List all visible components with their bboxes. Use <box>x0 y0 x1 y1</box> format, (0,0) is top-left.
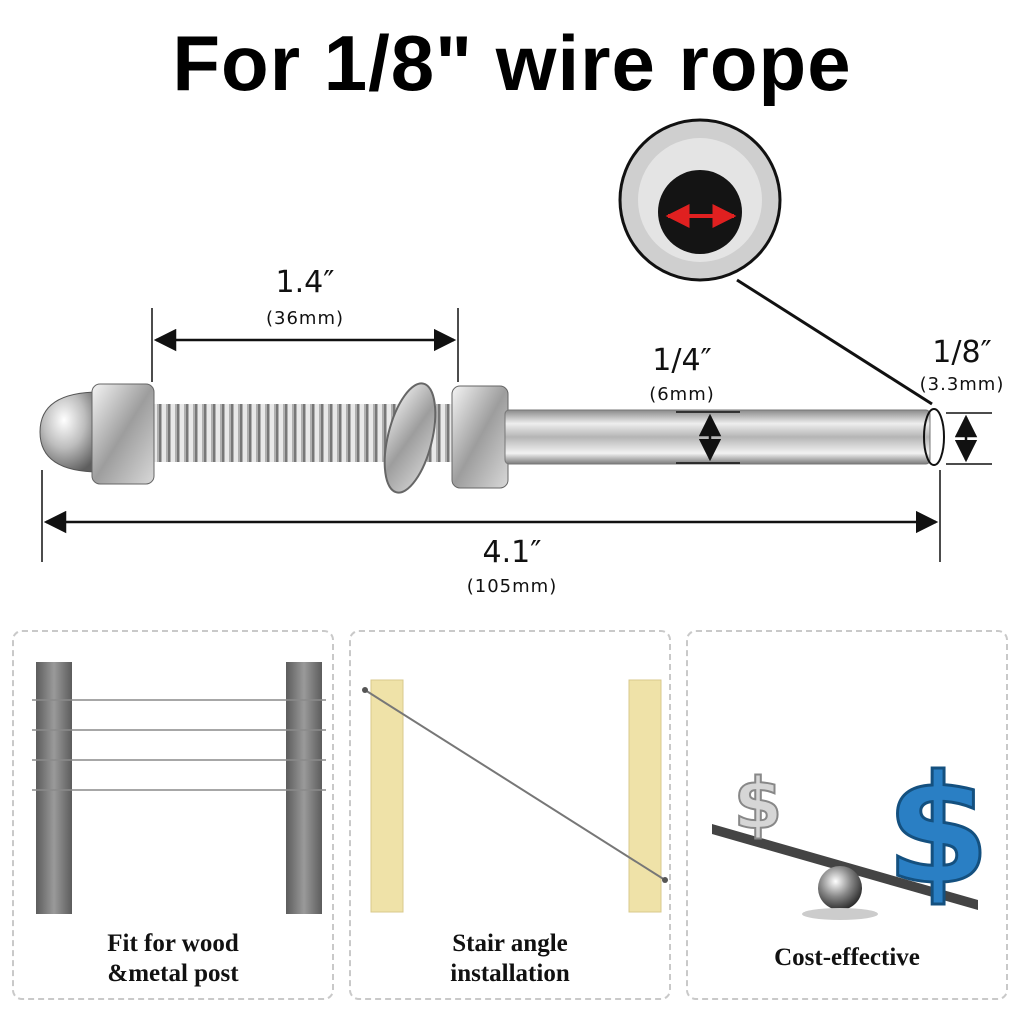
rope-hole-end <box>923 408 945 466</box>
body-diameter-label: 1/4″ <box>652 343 712 378</box>
panel-cost-effective: $ $ Cost-effective <box>686 630 1008 1000</box>
dollar-sign-icon: $ <box>886 744 990 918</box>
dollar-sign-icon: $ <box>734 763 783 845</box>
page-title: For 1/8" wire rope <box>172 19 852 107</box>
acorn-nut-hex <box>91 383 155 485</box>
hole-diameter-metric: (3.3mm) <box>920 374 1005 395</box>
panel-caption-line1: Cost-effective <box>774 944 920 971</box>
wire-rope-runs <box>32 699 326 791</box>
panel-wood-metal-post: Fit for wood &metal post <box>12 630 334 1000</box>
panel-caption-line1: Fit for wood <box>107 930 239 957</box>
panel-caption-line2: &metal post <box>107 960 239 987</box>
metal-post-left <box>36 662 72 914</box>
thread-length-metric: (36mm) <box>266 308 344 329</box>
thread-length-label: 1.4″ <box>276 265 335 300</box>
washer <box>383 382 437 494</box>
panel-caption-line2: installation <box>450 960 570 987</box>
wood-post-left <box>370 679 404 913</box>
hole-opening <box>658 170 742 254</box>
body-diameter-metric: (6mm) <box>649 384 715 405</box>
swage-body <box>504 409 931 465</box>
total-length-metric: (105mm) <box>467 576 557 597</box>
wood-post-right <box>628 679 662 913</box>
metal-post-right <box>286 662 322 914</box>
terminal-dimension-diagram: 1.4″ (36mm) 1/4″ (6mm) 1/8″ (3.3mm) 4.1″… <box>39 118 1005 597</box>
angled-wire-rope <box>364 689 666 881</box>
hex-nut <box>451 385 509 489</box>
acorn-cap-nut <box>39 391 101 473</box>
magnifier-pointer <box>736 278 933 406</box>
panel-stair-angle: Stair angle installation <box>349 630 671 1000</box>
hole-diameter-label: 1/8″ <box>932 335 992 370</box>
balance-fulcrum-ball <box>818 866 862 910</box>
panel-caption-line1: Stair angle <box>452 930 568 957</box>
total-length-label: 4.1″ <box>483 535 542 570</box>
